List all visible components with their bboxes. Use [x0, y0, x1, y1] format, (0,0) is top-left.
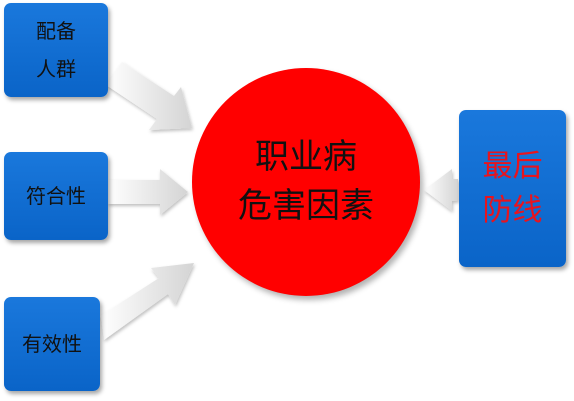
box-label-line: 防线 — [482, 192, 543, 228]
arrow-peibei-to-center — [106, 62, 192, 130]
center-label-line2: 危害因素 — [238, 186, 374, 226]
center-label-line1: 职业病 — [255, 136, 357, 177]
box-peibei-renqun: 配备 人群 — [4, 3, 108, 97]
box-label-line: 配备 — [36, 19, 76, 43]
arrow-fuhe-to-center — [108, 169, 188, 215]
box-label-line: 有效性 — [22, 332, 82, 356]
box-label-line: 符合性 — [26, 184, 86, 208]
box-label-line: 人群 — [36, 57, 76, 81]
box-youxiaoxing: 有效性 — [4, 297, 100, 391]
arrow-zuihou-to-center — [424, 169, 458, 211]
box-label-line: 最后 — [482, 149, 543, 184]
box-fuhexing: 符合性 — [4, 152, 108, 240]
arrow-youxiao-to-center — [100, 263, 194, 340]
box-last-defense: 最后 防线 — [459, 110, 566, 267]
center-circle-hazard-factors: 职业病 危害因素 — [192, 68, 420, 296]
